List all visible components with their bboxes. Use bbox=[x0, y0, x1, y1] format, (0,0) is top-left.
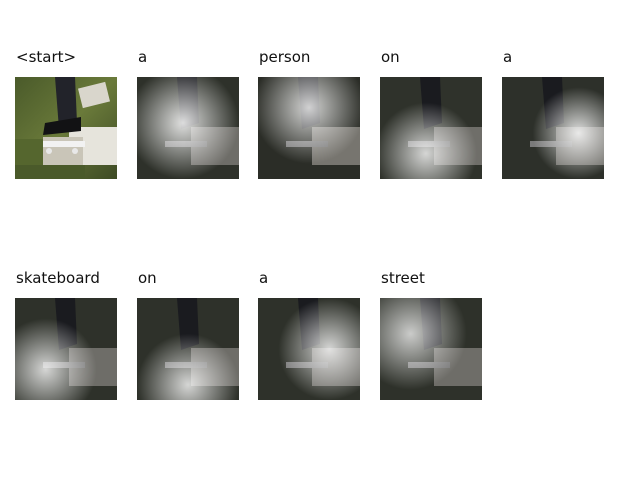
token-label: street bbox=[381, 269, 425, 287]
token-label: <start> bbox=[16, 48, 77, 66]
token-label: person bbox=[259, 48, 311, 66]
attention-map-3 bbox=[380, 77, 482, 179]
attention-map-4 bbox=[502, 77, 604, 179]
panel-2: person bbox=[258, 48, 368, 179]
token-label: on bbox=[138, 269, 157, 287]
attention-map-2 bbox=[258, 77, 360, 179]
panel-7: a bbox=[258, 269, 368, 400]
panel-3: on bbox=[380, 48, 490, 179]
panel-6: on bbox=[137, 269, 247, 400]
attention-map-7 bbox=[258, 298, 360, 400]
attention-map-5 bbox=[15, 298, 117, 400]
token-label: a bbox=[138, 48, 148, 66]
token-label: skateboard bbox=[16, 269, 100, 287]
attention-map-6 bbox=[137, 298, 239, 400]
token-label: a bbox=[503, 48, 513, 66]
panel-0: <start> bbox=[15, 48, 125, 179]
panel-8: street bbox=[380, 269, 490, 400]
attention-map-1 bbox=[137, 77, 239, 179]
attention-map-8 bbox=[380, 298, 482, 400]
panel-4: a bbox=[502, 48, 612, 179]
panel-5: skateboard bbox=[15, 269, 125, 400]
token-label: a bbox=[259, 269, 269, 287]
panel-1: a bbox=[137, 48, 247, 179]
token-label: on bbox=[381, 48, 400, 66]
source-photo bbox=[15, 77, 117, 179]
